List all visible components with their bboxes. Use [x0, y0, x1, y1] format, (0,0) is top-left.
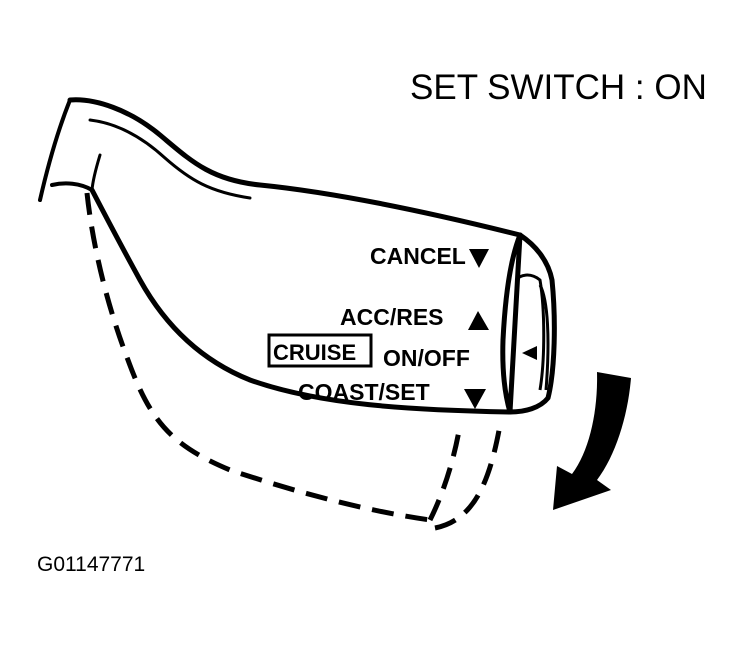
lever-end-cap: [507, 232, 557, 415]
coast-set-down-triangle: [464, 389, 486, 409]
figure-id: G01147771: [37, 553, 146, 576]
label-cancel: CANCEL: [370, 243, 466, 269]
lever-labels: CANCEL ACC/RES CRUISE ON/OFF COAST/SET: [267, 243, 489, 409]
acc-res-up-triangle: [468, 311, 489, 330]
label-coast-set: COAST/SET: [298, 379, 430, 405]
cruise-label-box: [267, 333, 373, 368]
lever-dashed-outline: [84, 192, 503, 531]
label-acc-res: ACC/RES: [340, 304, 444, 330]
label-cruise: CRUISE: [273, 340, 356, 365]
diagram-title: SET SWITCH : ON: [410, 68, 707, 107]
lever-body: [38, 97, 523, 415]
cancel-down-triangle: [469, 249, 489, 268]
label-on-off: ON/OFF: [383, 345, 470, 371]
push-down-arrow-icon: [553, 372, 631, 510]
